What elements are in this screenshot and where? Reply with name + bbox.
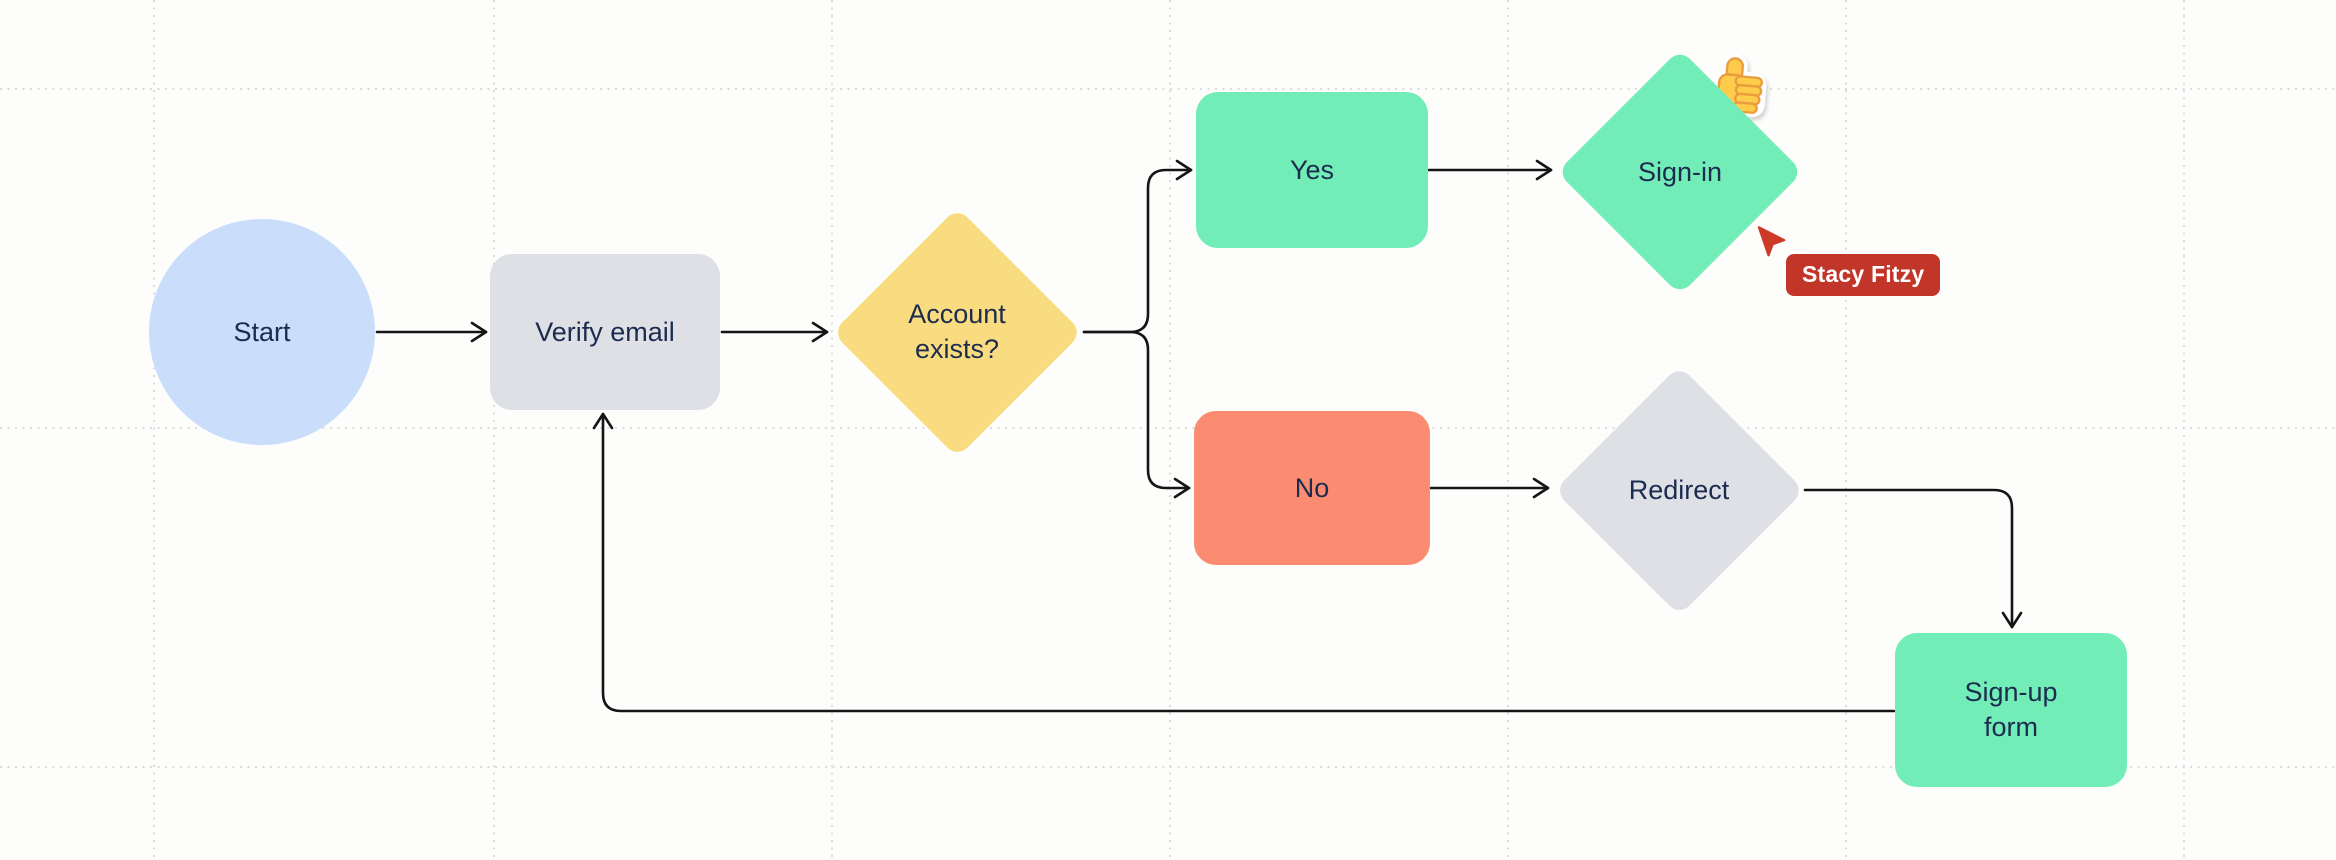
node-redirect[interactable]: Redirect [1554,365,1804,615]
thumbs-up-icon[interactable] [1706,51,1774,124]
arrowhead [1173,477,1191,499]
node-label-start: Start [233,316,291,347]
node-start[interactable]: Start [149,219,375,445]
arrowhead [1175,159,1193,181]
collaborator-cursor-icon [1757,226,1786,257]
edge-start-to-verify[interactable] [375,321,488,343]
rect-shape [1196,92,1428,248]
rect-shape [1194,411,1430,565]
node-verify-email[interactable]: Verify email [490,254,720,410]
edge-account-to-yes[interactable] [1082,159,1193,334]
arrowhead [1532,477,1550,499]
node-no[interactable]: No [1194,411,1430,565]
edge-yes-to-signin[interactable] [1427,159,1553,181]
rect-shape [1895,633,2127,787]
edge-verify-to-account[interactable] [720,321,829,343]
node-label-verify-email: Verify email [535,316,675,347]
edge-signup-to-verify[interactable] [592,412,1896,713]
edge-account-to-no[interactable] [1082,330,1191,499]
collaborator-name: Stacy Fitzy [1802,261,1925,287]
arrowhead [811,321,829,343]
arrowhead [592,412,614,430]
edge-redirect-to-signup[interactable] [1803,488,2023,629]
rect-shape [490,254,720,410]
node-label-no: No [1294,472,1330,503]
node-label-redirect: Redirect [1628,474,1730,505]
node-label-yes: Yes [1289,154,1335,185]
arrowhead [470,321,488,343]
node-signup-form[interactable]: Sign-up form [1895,633,2127,787]
node-yes[interactable]: Yes [1196,92,1428,248]
node-label-sign-in: Sign-in [1637,156,1723,187]
node-sign-in[interactable]: Sign-in [1556,48,1803,295]
arrowhead [2001,611,2023,629]
node-account-exists[interactable]: Account exists? [832,207,1082,457]
ellipse-shape [149,219,375,445]
edge-no-to-redirect[interactable] [1429,477,1550,499]
node-label-account-exists: Account exists? [908,299,1006,364]
collaborator-name-badge: Stacy Fitzy [1786,254,1941,296]
arrowhead [1535,159,1553,181]
cursor-pointer-shape [1757,226,1786,257]
node-label-signup-form: Sign-up form [1964,677,2058,742]
